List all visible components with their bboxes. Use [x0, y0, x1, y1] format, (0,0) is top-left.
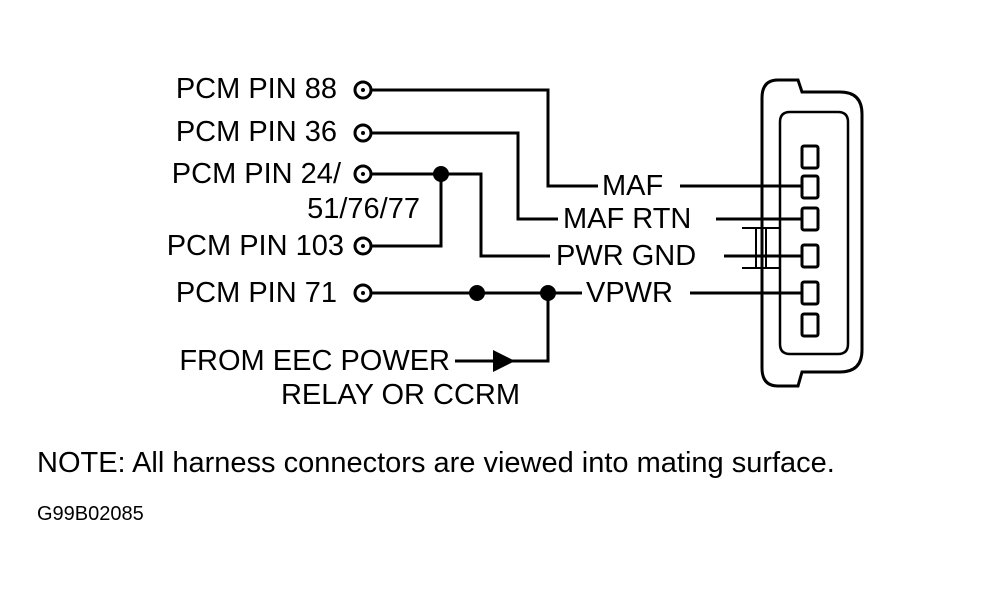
label-pcm-pin-71: PCM PIN 71: [175, 277, 337, 309]
connector: [742, 78, 864, 388]
connector-inner: [778, 110, 850, 356]
wire-pin-103: [371, 174, 443, 248]
cavity-6: [800, 312, 820, 338]
label-maf: MAF: [602, 170, 664, 202]
label-source-line2: RELAY OR CCRM: [280, 379, 520, 411]
label-maf-rtn: MAF RTN: [563, 203, 692, 235]
wire-pwr-gnd: [371, 172, 550, 258]
label-pcm-pin-88: PCM PIN 88: [175, 73, 337, 105]
cavity-5: [800, 280, 820, 306]
terminal-pin-24: [353, 164, 373, 184]
splice-vpwr-1: [469, 285, 485, 301]
terminal-pin-36: [353, 123, 373, 143]
cavity-2: [800, 174, 820, 200]
cavity-1: [800, 144, 820, 170]
label-pwr-gnd: PWR GND: [556, 240, 697, 272]
cavity-4: [800, 243, 820, 269]
connector-outer: [760, 78, 864, 388]
splices: [433, 166, 556, 301]
terminal-pin-88: [353, 80, 373, 100]
terminal-pin-103: [353, 236, 373, 256]
splice-vpwr-2: [540, 285, 556, 301]
splice-ground: [433, 166, 449, 182]
wire-maf: [371, 88, 598, 188]
note-text: NOTE: All harness connectors are viewed …: [37, 447, 835, 479]
cavity-3: [800, 206, 820, 232]
label-vpwr: VPWR: [586, 277, 673, 309]
label-pcm-pin-24-cont: 51/76/77: [307, 193, 420, 225]
figure-code: G99B02085: [37, 503, 144, 525]
terminal-pin-71: [353, 283, 373, 303]
label-pcm-pin-24: PCM PIN 24/: [171, 158, 341, 190]
wire-eec-relay: [455, 293, 550, 363]
wire-maf-rtn: [371, 131, 558, 221]
label-pcm-pin-36: PCM PIN 36: [175, 116, 337, 148]
label-source-line1: FROM EEC POWER: [179, 345, 450, 377]
arrow-head: [493, 350, 515, 372]
label-pcm-pin-103: PCM PIN 103: [166, 230, 344, 262]
